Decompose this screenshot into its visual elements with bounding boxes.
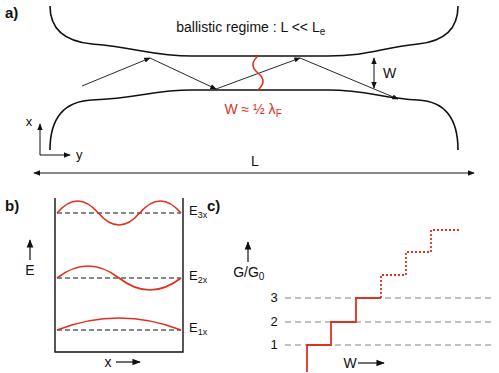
tick-label: 3 <box>270 291 277 305</box>
width-condition: W ≈ ½ λ <box>224 102 275 117</box>
axis-label: x <box>26 115 33 129</box>
subscript: 3x <box>198 211 208 220</box>
subscript: F <box>276 109 282 120</box>
regime-label: ballistic regime : L << L <box>176 20 319 35</box>
dimension-label: W <box>383 66 396 81</box>
subscript: 0 <box>259 272 265 283</box>
axis-label: W <box>343 356 356 371</box>
energy-label: E <box>189 204 198 218</box>
axis-label: G/G <box>233 265 259 280</box>
gridline <box>285 298 495 345</box>
wavefunction <box>253 56 263 90</box>
axis-arrow <box>358 362 384 363</box>
axis-arrow <box>116 361 140 362</box>
axis-label: y <box>76 148 83 162</box>
mode-wavefunction <box>57 201 181 330</box>
axis-arrow <box>247 242 248 262</box>
conductance-steps-extrapolated <box>381 230 460 298</box>
subscript: 2x <box>198 276 208 285</box>
panel-letter: b) <box>5 198 19 214</box>
width-arrow <box>374 58 375 88</box>
axis-arrow <box>40 124 41 155</box>
energy-label: E <box>189 321 198 335</box>
tick-label: 1 <box>270 338 277 352</box>
conductance-steps <box>307 298 381 372</box>
potential-well <box>55 198 183 352</box>
panel-letter: a) <box>5 5 18 21</box>
electron-trajectory <box>82 58 398 99</box>
axis-label: E <box>25 263 34 278</box>
axis-label: x <box>105 355 112 370</box>
tick-label: 2 <box>270 315 277 329</box>
axis-arrow <box>29 240 30 260</box>
lower-reservoir <box>50 90 458 150</box>
subscript: e <box>320 27 326 38</box>
axis-arrow <box>40 155 70 156</box>
length-arrow <box>34 173 474 174</box>
energy-label: E <box>189 269 198 283</box>
panel-letter: c) <box>207 198 220 214</box>
energy-level <box>57 213 181 330</box>
subscript: 1x <box>198 328 208 337</box>
dimension-label: L <box>251 154 259 169</box>
upper-reservoir <box>50 6 458 56</box>
